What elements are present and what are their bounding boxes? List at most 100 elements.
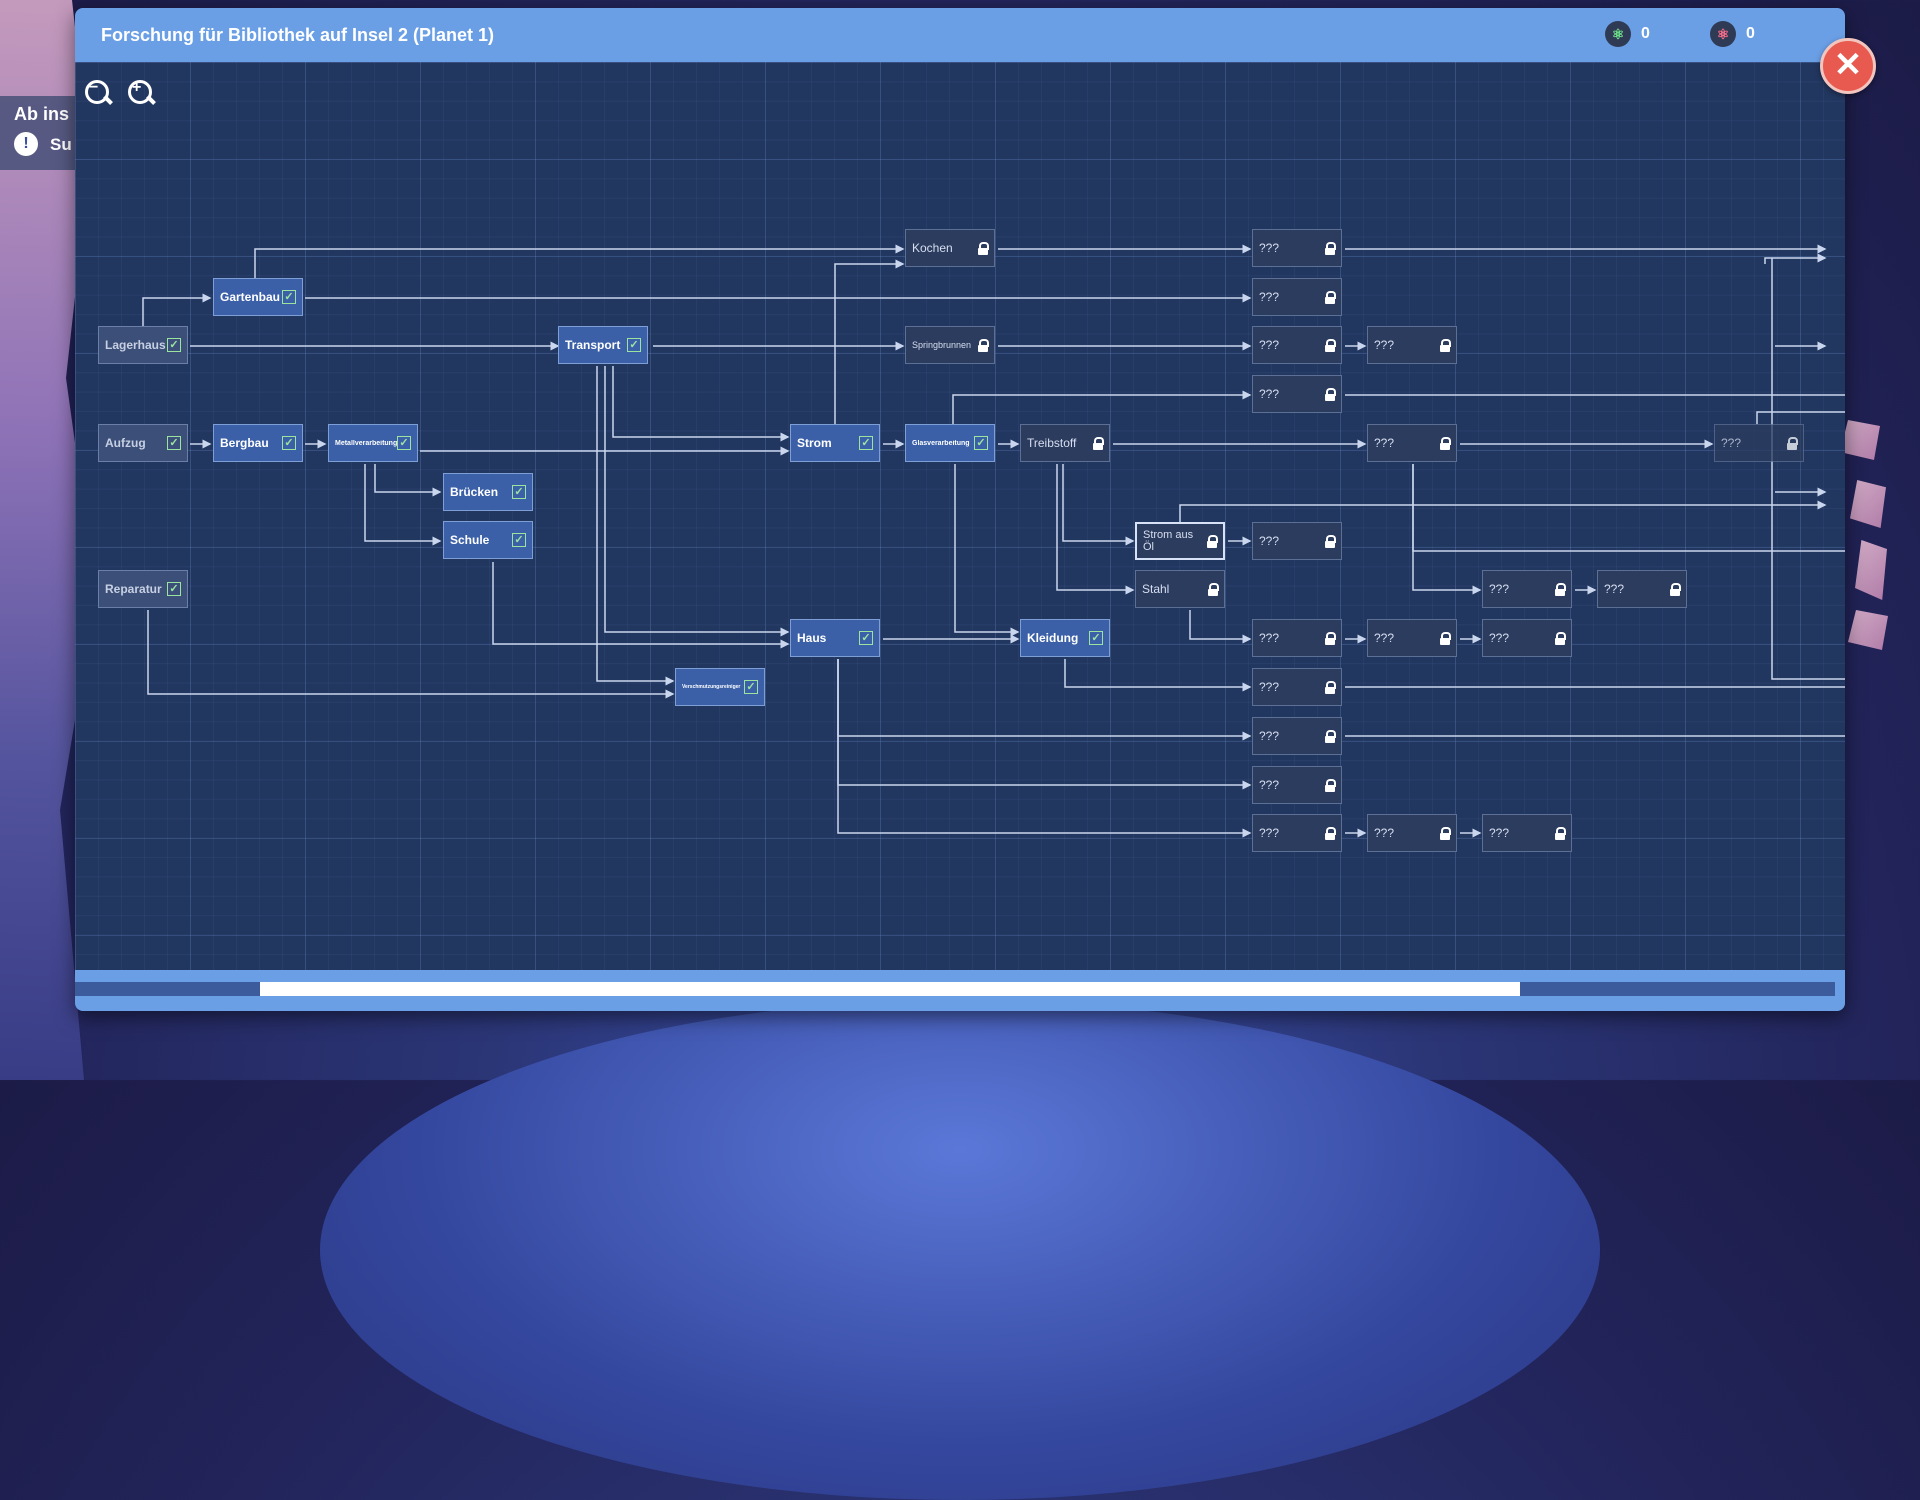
research-node-metallverarbeitung[interactable]: Metallverarbeitung✓ xyxy=(328,424,418,462)
checkmark-icon: ✓ xyxy=(1089,631,1103,645)
research-node-strom-aus-oel[interactable]: Strom aus Öl xyxy=(1135,522,1225,560)
research-node-glasverarbeitung[interactable]: Glasverarbeitung✓ xyxy=(905,424,995,462)
lock-icon xyxy=(1440,827,1451,840)
checkmark-icon: ✓ xyxy=(397,436,411,450)
research-points-green: ⚛ 0 xyxy=(1605,21,1650,47)
lock-icon xyxy=(1093,437,1104,450)
lock-icon xyxy=(1325,730,1336,743)
research-points-red: ⚛ 0 xyxy=(1710,21,1755,47)
research-node-unknown[interactable]: ??? xyxy=(1367,424,1457,462)
research-window: Forschung für Bibliothek auf Insel 2 (Pl… xyxy=(75,8,1845,1011)
background-crystal xyxy=(1848,610,1888,650)
checkmark-icon: ✓ xyxy=(167,436,181,450)
zoom-out-button[interactable]: − xyxy=(83,78,113,108)
checkmark-icon: ✓ xyxy=(512,485,526,499)
checkmark-icon: ✓ xyxy=(627,338,641,352)
research-node-unknown[interactable]: ??? xyxy=(1367,814,1457,852)
lock-icon xyxy=(1325,535,1336,548)
zoom-in-button[interactable]: + xyxy=(126,78,156,108)
research-node-verschmutzungsreiniger[interactable]: Verschmutzungsreiniger✓ xyxy=(675,668,765,706)
checkmark-icon: ✓ xyxy=(859,436,873,450)
checkmark-icon: ✓ xyxy=(512,533,526,547)
lock-icon xyxy=(1325,827,1336,840)
close-button[interactable]: ✕ xyxy=(1820,38,1876,94)
research-node-springbrunnen[interactable]: Springbrunnen xyxy=(905,326,995,364)
lock-icon xyxy=(1325,242,1336,255)
checkmark-icon: ✓ xyxy=(744,680,758,694)
research-node-treibstoff[interactable]: Treibstoff xyxy=(1020,424,1110,462)
lock-icon xyxy=(1325,681,1336,694)
zoom-out-icon: − xyxy=(89,79,99,96)
research-node-strom[interactable]: Strom✓ xyxy=(790,424,880,462)
research-node-stahl[interactable]: Stahl xyxy=(1135,570,1225,608)
lock-icon xyxy=(978,339,989,352)
research-node-unknown[interactable]: ??? xyxy=(1252,717,1342,755)
research-node-unknown[interactable]: ??? xyxy=(1252,229,1342,267)
lock-icon xyxy=(1325,339,1336,352)
research-node-unknown[interactable]: ??? xyxy=(1367,326,1457,364)
lock-icon xyxy=(1325,632,1336,645)
window-title: Forschung für Bibliothek auf Insel 2 (Pl… xyxy=(101,25,495,45)
research-red-icon: ⚛ xyxy=(1710,21,1736,47)
lock-icon xyxy=(1208,583,1219,596)
research-node-unknown[interactable]: ??? xyxy=(1482,814,1572,852)
lock-icon xyxy=(1440,632,1451,645)
research-node-transport[interactable]: Transport✓ xyxy=(558,326,648,364)
lock-icon xyxy=(1325,388,1336,401)
lock-icon xyxy=(1555,632,1566,645)
research-red-value: 0 xyxy=(1746,25,1755,42)
warning-icon: ! xyxy=(14,132,38,156)
research-node-unknown[interactable]: ??? xyxy=(1714,424,1804,462)
research-node-unknown[interactable]: ??? xyxy=(1252,668,1342,706)
research-node-unknown[interactable]: ??? xyxy=(1252,766,1342,804)
lock-icon xyxy=(1325,779,1336,792)
research-node-gartenbau[interactable]: Gartenbau✓ xyxy=(213,278,303,316)
research-node-aufzug[interactable]: Aufzug✓ xyxy=(98,424,188,462)
background-crystal xyxy=(1855,540,1887,600)
research-node-unknown[interactable]: ??? xyxy=(1367,619,1457,657)
checkmark-icon: ✓ xyxy=(167,582,181,596)
research-node-bergbau[interactable]: Bergbau✓ xyxy=(213,424,303,462)
background-crystal xyxy=(1840,420,1880,460)
lock-icon xyxy=(1670,583,1681,596)
checkmark-icon: ✓ xyxy=(974,436,988,450)
quest-title: Ab ins xyxy=(14,104,70,124)
lock-icon xyxy=(1555,583,1566,596)
quest-subtitle: Su xyxy=(50,135,72,154)
window-header: Forschung für Bibliothek auf Insel 2 (Pl… xyxy=(75,8,1845,62)
research-node-kleidung[interactable]: Kleidung✓ xyxy=(1020,619,1110,657)
research-green-icon: ⚛ xyxy=(1605,21,1631,47)
scrollbar-thumb[interactable] xyxy=(260,982,1520,996)
research-node-unknown[interactable]: ??? xyxy=(1252,326,1342,364)
research-node-haus[interactable]: Haus✓ xyxy=(790,619,880,657)
horizontal-scrollbar[interactable] xyxy=(75,970,1845,1011)
zoom-in-icon: + xyxy=(132,79,142,96)
tree-connections xyxy=(142,244,1845,838)
research-node-unknown[interactable]: ??? xyxy=(1252,375,1342,413)
research-node-bruecken[interactable]: Brücken✓ xyxy=(443,473,533,511)
lock-icon xyxy=(978,242,989,255)
research-node-kochen[interactable]: Kochen xyxy=(905,229,995,267)
checkmark-icon: ✓ xyxy=(859,631,873,645)
checkmark-icon: ✓ xyxy=(167,338,181,352)
research-node-unknown[interactable]: ??? xyxy=(1252,278,1342,316)
research-node-unknown[interactable]: ??? xyxy=(1597,570,1687,608)
background-crystal xyxy=(1850,480,1886,528)
lock-icon xyxy=(1555,827,1566,840)
research-node-lagerhaus[interactable]: Lagerhaus✓ xyxy=(98,326,188,364)
research-node-unknown[interactable]: ??? xyxy=(1252,814,1342,852)
background-planet xyxy=(320,1000,1600,1500)
research-node-unknown[interactable]: ??? xyxy=(1252,619,1342,657)
research-node-unknown[interactable]: ??? xyxy=(1482,570,1572,608)
lock-icon xyxy=(1207,535,1218,548)
research-node-reparatur[interactable]: Reparatur✓ xyxy=(98,570,188,608)
research-node-unknown[interactable]: ??? xyxy=(1252,522,1342,560)
research-node-unknown[interactable]: ??? xyxy=(1482,619,1572,657)
lock-icon xyxy=(1440,339,1451,352)
research-green-value: 0 xyxy=(1641,25,1650,42)
research-node-schule[interactable]: Schule✓ xyxy=(443,521,533,559)
lock-icon xyxy=(1787,437,1798,450)
checkmark-icon: ✓ xyxy=(282,290,296,304)
lock-icon xyxy=(1325,291,1336,304)
research-tree-canvas[interactable]: − + xyxy=(75,62,1845,970)
